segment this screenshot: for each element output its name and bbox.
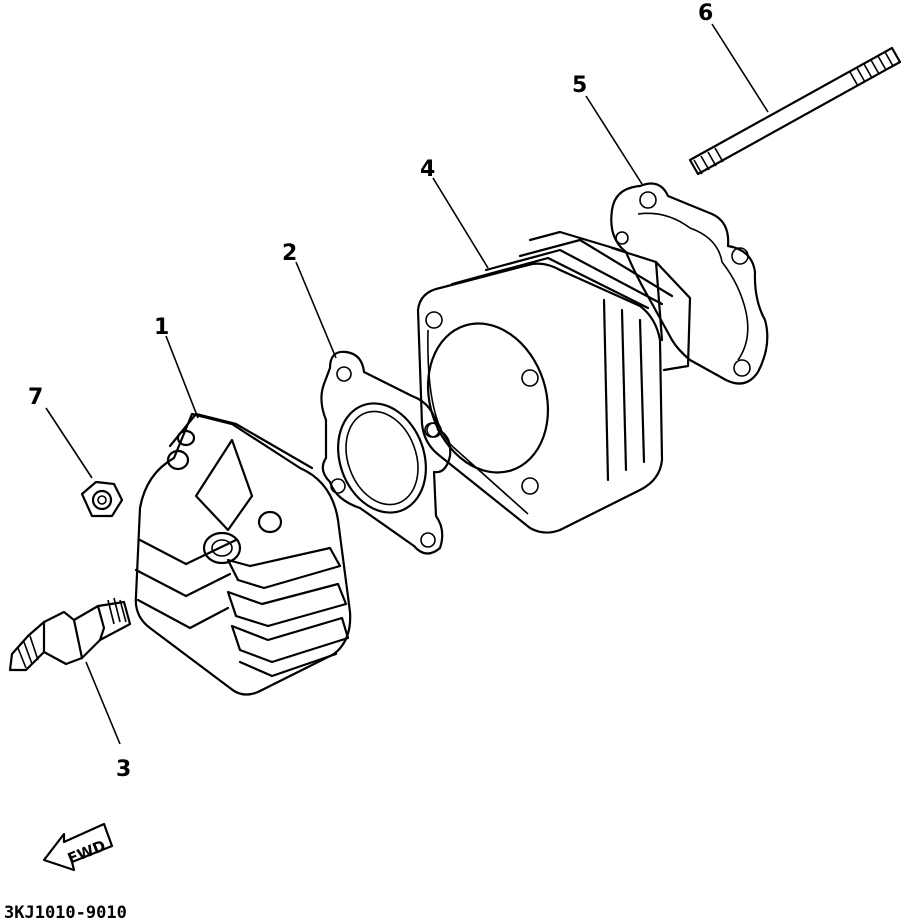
callout-3: 3 xyxy=(116,757,131,782)
head-gasket xyxy=(320,350,452,555)
callout-2: 2 xyxy=(282,241,297,266)
callout-6: 6 xyxy=(698,1,713,26)
callout-5: 5 xyxy=(572,73,587,98)
nut xyxy=(80,480,124,518)
leader-lines xyxy=(45,23,769,745)
callout-1: 1 xyxy=(154,315,169,340)
cylinder xyxy=(416,230,692,534)
diagram-code: 3KJ1010-9010 xyxy=(4,903,127,923)
callout-4: 4 xyxy=(420,157,435,182)
base-gasket xyxy=(610,182,769,385)
cylinder-head xyxy=(134,412,352,696)
stud-bolt xyxy=(688,46,901,176)
spark-plug xyxy=(8,597,132,672)
forward-arrow-icon: FWD xyxy=(42,822,114,872)
fwd-label: FWD xyxy=(65,836,108,867)
callout-7: 7 xyxy=(28,385,43,410)
